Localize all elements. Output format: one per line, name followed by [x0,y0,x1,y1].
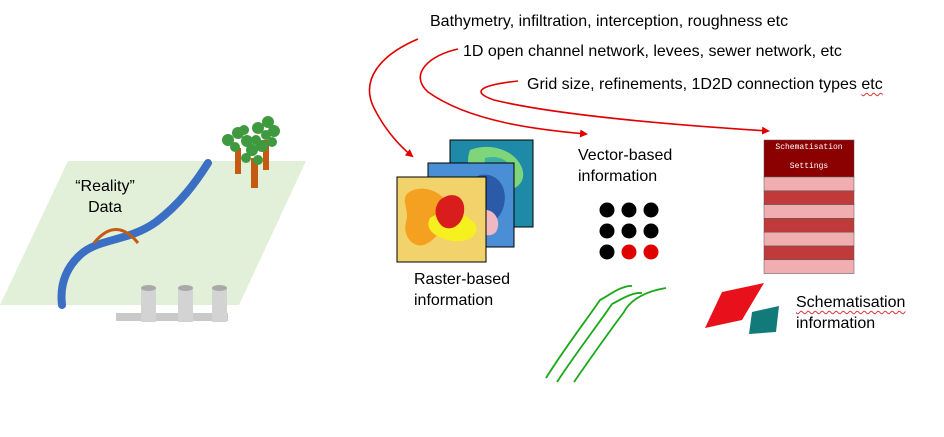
settings-row [763,204,855,219]
manhole [178,288,193,322]
label-schematisation-line1: Schematisation [796,292,905,313]
sewer-pipes [116,285,228,322]
river [57,159,212,309]
raster-stack [396,139,534,263]
arrows [368,38,770,158]
settings-row [763,190,855,205]
dot-black [599,202,615,218]
settings-box [763,139,855,274]
dot-red [621,244,637,260]
reality-plane [0,161,306,305]
label-vector-line1: Vector-based [578,147,673,164]
settings-header [763,139,855,178]
settings-title-line1: Schematisation [775,143,843,152]
settings-row [763,245,855,261]
vector-lines [545,285,667,383]
tree-trunk [263,140,269,170]
vector-line [556,292,643,383]
manhole [212,288,227,322]
dot-black [599,244,615,260]
label-schematisation-word: Schematisation [796,294,906,311]
settings-row [763,259,855,274]
bridge-arc [92,228,140,244]
label-channel-network: 1D open channel network, levees, sewer n… [463,43,842,60]
label-schematisation-line2: information [796,315,876,332]
vector-line [545,285,633,379]
settings-row [763,218,855,233]
arrow-to-raster [368,38,419,158]
manhole [141,288,156,322]
dot-black [621,202,637,218]
label-vector-line2: information [578,168,658,185]
schematisation-teal-shape [749,306,779,334]
label-grid-etc: etc [861,76,883,93]
settings-row [763,231,855,247]
vector-line [573,287,667,383]
schematisation-shapes [705,283,779,334]
label-raster-line2: information [414,292,494,309]
label-grid-settings: Grid size, refinements, 1D2D connection … [527,74,883,95]
raster-layer-front [396,176,487,263]
trees [222,116,280,188]
tree-foliage [222,116,280,165]
label-reality-line2: Data [88,199,122,216]
label-grid-text: Grid size, refinements, 1D2D connection … [527,76,862,93]
dot-black [599,223,615,239]
tree-trunk [235,148,241,174]
label-raster-line1: Raster-based [414,271,511,288]
dot-red [643,244,659,260]
settings-title-line2: Settings [789,162,829,171]
arrow-to-settings [480,80,770,135]
dot-black [621,223,637,239]
arrow-to-vector [419,48,588,138]
tree-trunk [251,158,258,188]
dot-black [643,223,659,239]
dot-black [643,202,659,218]
dot-grid [599,202,659,260]
settings-row [763,176,855,192]
label-reality-line1: “Reality” [75,178,135,195]
schematisation-red-shape [705,283,764,328]
label-bathymetry: Bathymetry, infiltration, interception, … [430,13,789,30]
